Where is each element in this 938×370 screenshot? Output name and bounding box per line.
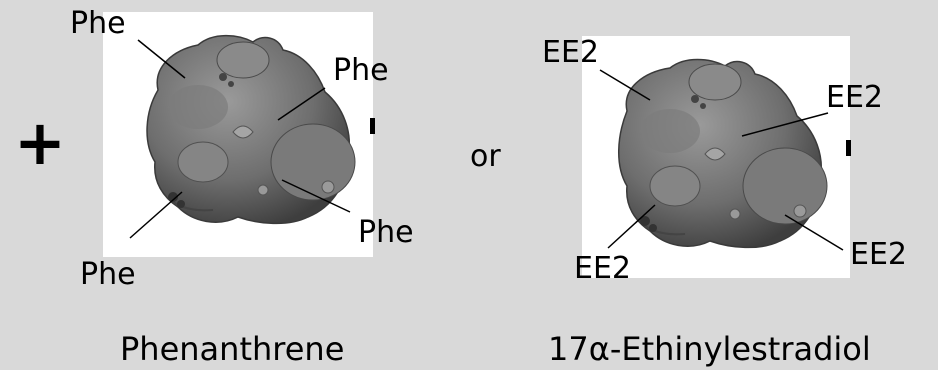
tick-mark-left [370, 118, 375, 134]
label-phe-bottom-left: Phe [80, 257, 136, 292]
label-ee2-top-left: EE2 [542, 35, 599, 70]
leader-line-ee2-bottom-left [607, 204, 656, 249]
leader-line-phe-top-left [137, 39, 186, 79]
leader-line-ee2-top-left [599, 69, 651, 101]
particle-panel-ethinylestradiol [582, 36, 850, 278]
leader-line-phe-bottom-left [129, 191, 183, 239]
caption-ethinylestradiol: 17α-Ethinylestradiol [548, 330, 871, 368]
leader-line-phe-top-right [277, 87, 326, 121]
label-ee2-bottom-left: EE2 [574, 251, 631, 286]
particle-panel-phenanthrene [103, 12, 373, 257]
particle-image-phenanthrene [146, 34, 356, 225]
leader-line-ee2-bottom-right [784, 214, 844, 251]
label-phe-top-right: Phe [333, 53, 389, 88]
particle-image-ethinylestradiol [618, 58, 828, 249]
tick-mark-right [846, 140, 851, 156]
caption-phenanthrene: Phenanthrene [120, 330, 345, 368]
leader-line-phe-bottom-right [281, 179, 351, 213]
label-ee2-bottom-right: EE2 [850, 237, 907, 272]
label-phe-top-left: Phe [70, 6, 126, 41]
leader-line-ee2-top-right [741, 112, 829, 137]
connector-or: or [470, 139, 501, 174]
plus-sign: + [14, 106, 66, 179]
label-ee2-top-right: EE2 [826, 80, 883, 115]
label-phe-bottom-right: Phe [358, 215, 414, 250]
